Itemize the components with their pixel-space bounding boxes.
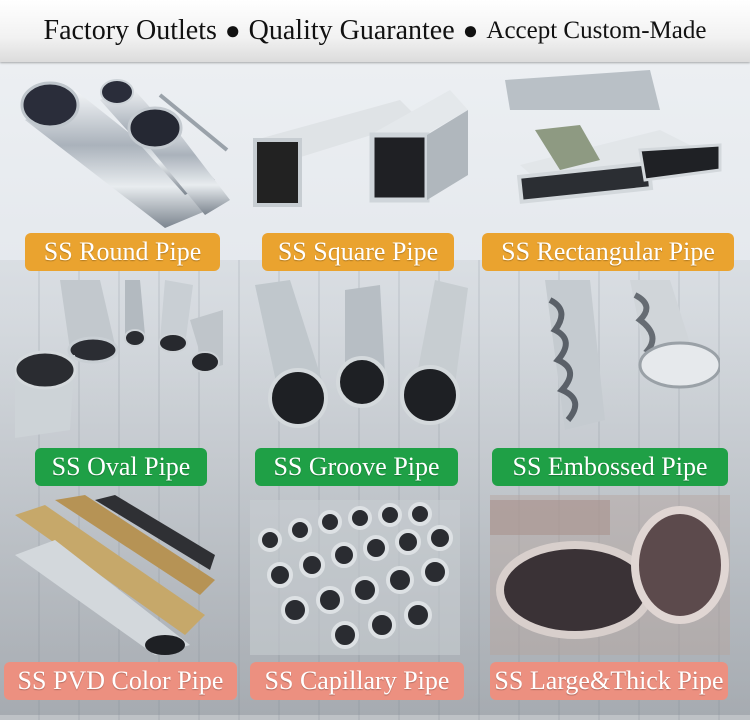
- bullet-icon: ●: [224, 16, 241, 45]
- groove-pipe-image: [250, 280, 470, 440]
- label-oval-pipe: SS Oval Pipe: [35, 448, 207, 486]
- round-pipe-image: [15, 70, 230, 230]
- square-pipe-image: [250, 80, 470, 215]
- capillary-pipe-image: [250, 500, 460, 655]
- label-round-pipe: SS Round Pipe: [25, 233, 220, 271]
- rectangular-pipe-image: [500, 70, 725, 210]
- bullet-icon: ●: [462, 16, 479, 45]
- label-square-pipe: SS Square Pipe: [262, 233, 454, 271]
- label-large-thick-pipe: SS Large&Thick Pipe: [490, 662, 728, 700]
- label-pvd-color-pipe: SS PVD Color Pipe: [4, 662, 237, 700]
- embossed-pipe-image: [530, 280, 720, 430]
- banner-custom-made: Accept Custom-Made: [486, 17, 707, 44]
- label-capillary-pipe: SS Capillary Pipe: [250, 662, 464, 700]
- label-embossed-pipe: SS Embossed Pipe: [492, 448, 728, 486]
- banner-quality-guarantee: Quality Guarantee: [248, 15, 455, 46]
- label-groove-pipe: SS Groove Pipe: [255, 448, 458, 486]
- banner-factory-outlets: Factory Outlets: [43, 15, 217, 46]
- pvd-color-pipe-image: [15, 495, 215, 655]
- label-rectangular-pipe: SS Rectangular Pipe: [482, 233, 734, 271]
- oval-pipe-image: [15, 280, 225, 440]
- header-banner: Factory Outlets ● Quality Guarantee ● Ac…: [0, 0, 750, 62]
- large-thick-pipe-image: [490, 495, 730, 655]
